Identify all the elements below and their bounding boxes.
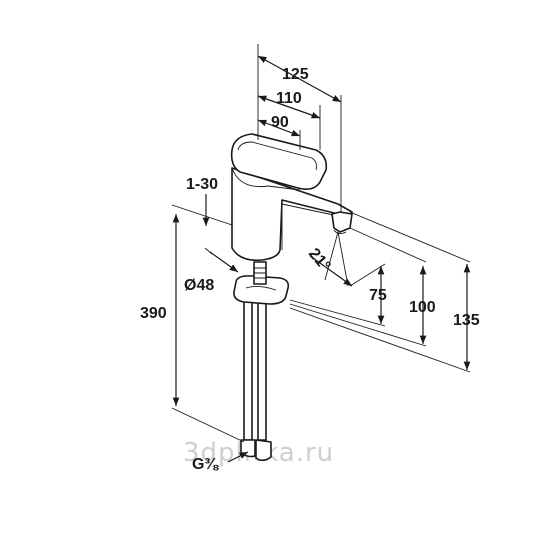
label-connection-thread: G⅜ [192, 456, 219, 473]
supply-hose-right [257, 297, 267, 441]
dim-leader-diameter [209, 251, 239, 273]
faucet-body [230, 133, 353, 462]
hose-fitting-right [255, 439, 272, 462]
lever-handle [230, 133, 328, 190]
supply-hose-left [243, 297, 253, 441]
dim-line-90 [257, 119, 301, 137]
label-width-spout: 110 [276, 90, 302, 107]
mounting-plate [233, 275, 290, 305]
label-top-height: 135 [453, 312, 480, 329]
label-middle-height: 100 [409, 299, 436, 316]
label-total-height: 390 [140, 305, 167, 322]
label-base-diameter: Ø48 [184, 277, 214, 294]
dimension-labels: 125 110 90 1-30 Ø48 390 21° 75 100 135 G… [140, 66, 480, 473]
label-width-lever: 90 [271, 114, 289, 131]
dimension-lines [171, 44, 471, 463]
dim-line-125 [257, 55, 342, 103]
dim-leader-thread [227, 451, 249, 463]
spout-tip [331, 211, 353, 233]
dim-line-110 [257, 95, 321, 119]
label-flow-rate: 1-30 [186, 176, 218, 193]
dim-arc-angle [309, 255, 353, 287]
label-width-overall: 125 [282, 66, 309, 83]
label-spout-height: 75 [369, 287, 387, 304]
